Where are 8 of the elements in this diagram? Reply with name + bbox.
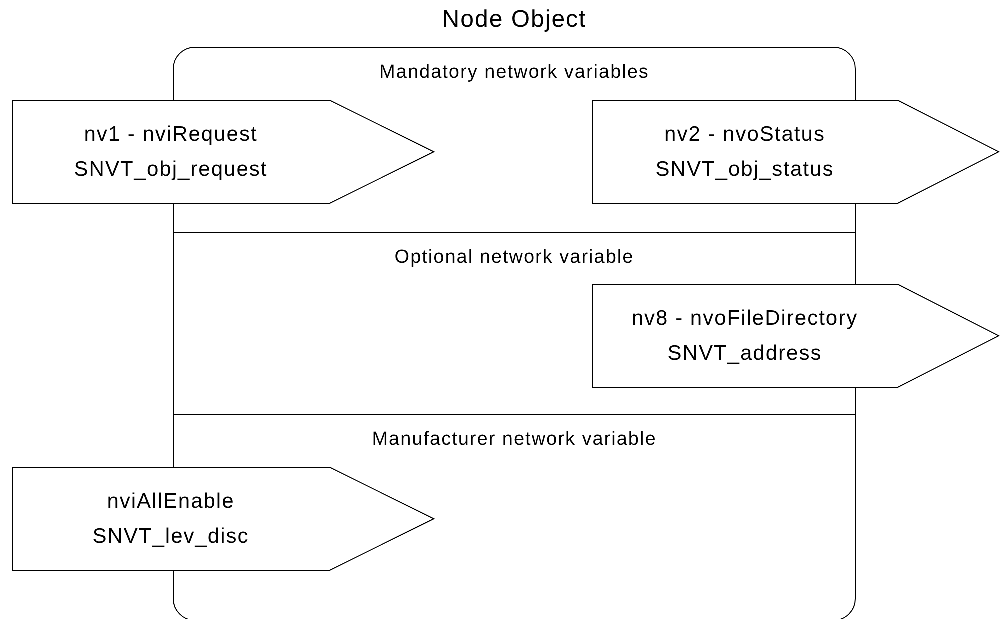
- variable-arrow-shape: [592, 100, 1000, 204]
- variable-arrow-shape: [12, 100, 435, 204]
- section-heading: Mandatory network variables: [378, 62, 650, 84]
- variable-type: SNVT_obj_status: [656, 157, 834, 183]
- variable-name: nv1 - nviRequest: [84, 122, 258, 148]
- object-title: Node Object: [441, 6, 588, 34]
- variable-name: nv2 - nvoStatus: [664, 122, 826, 148]
- variable-type: SNVT_obj_request: [74, 157, 268, 183]
